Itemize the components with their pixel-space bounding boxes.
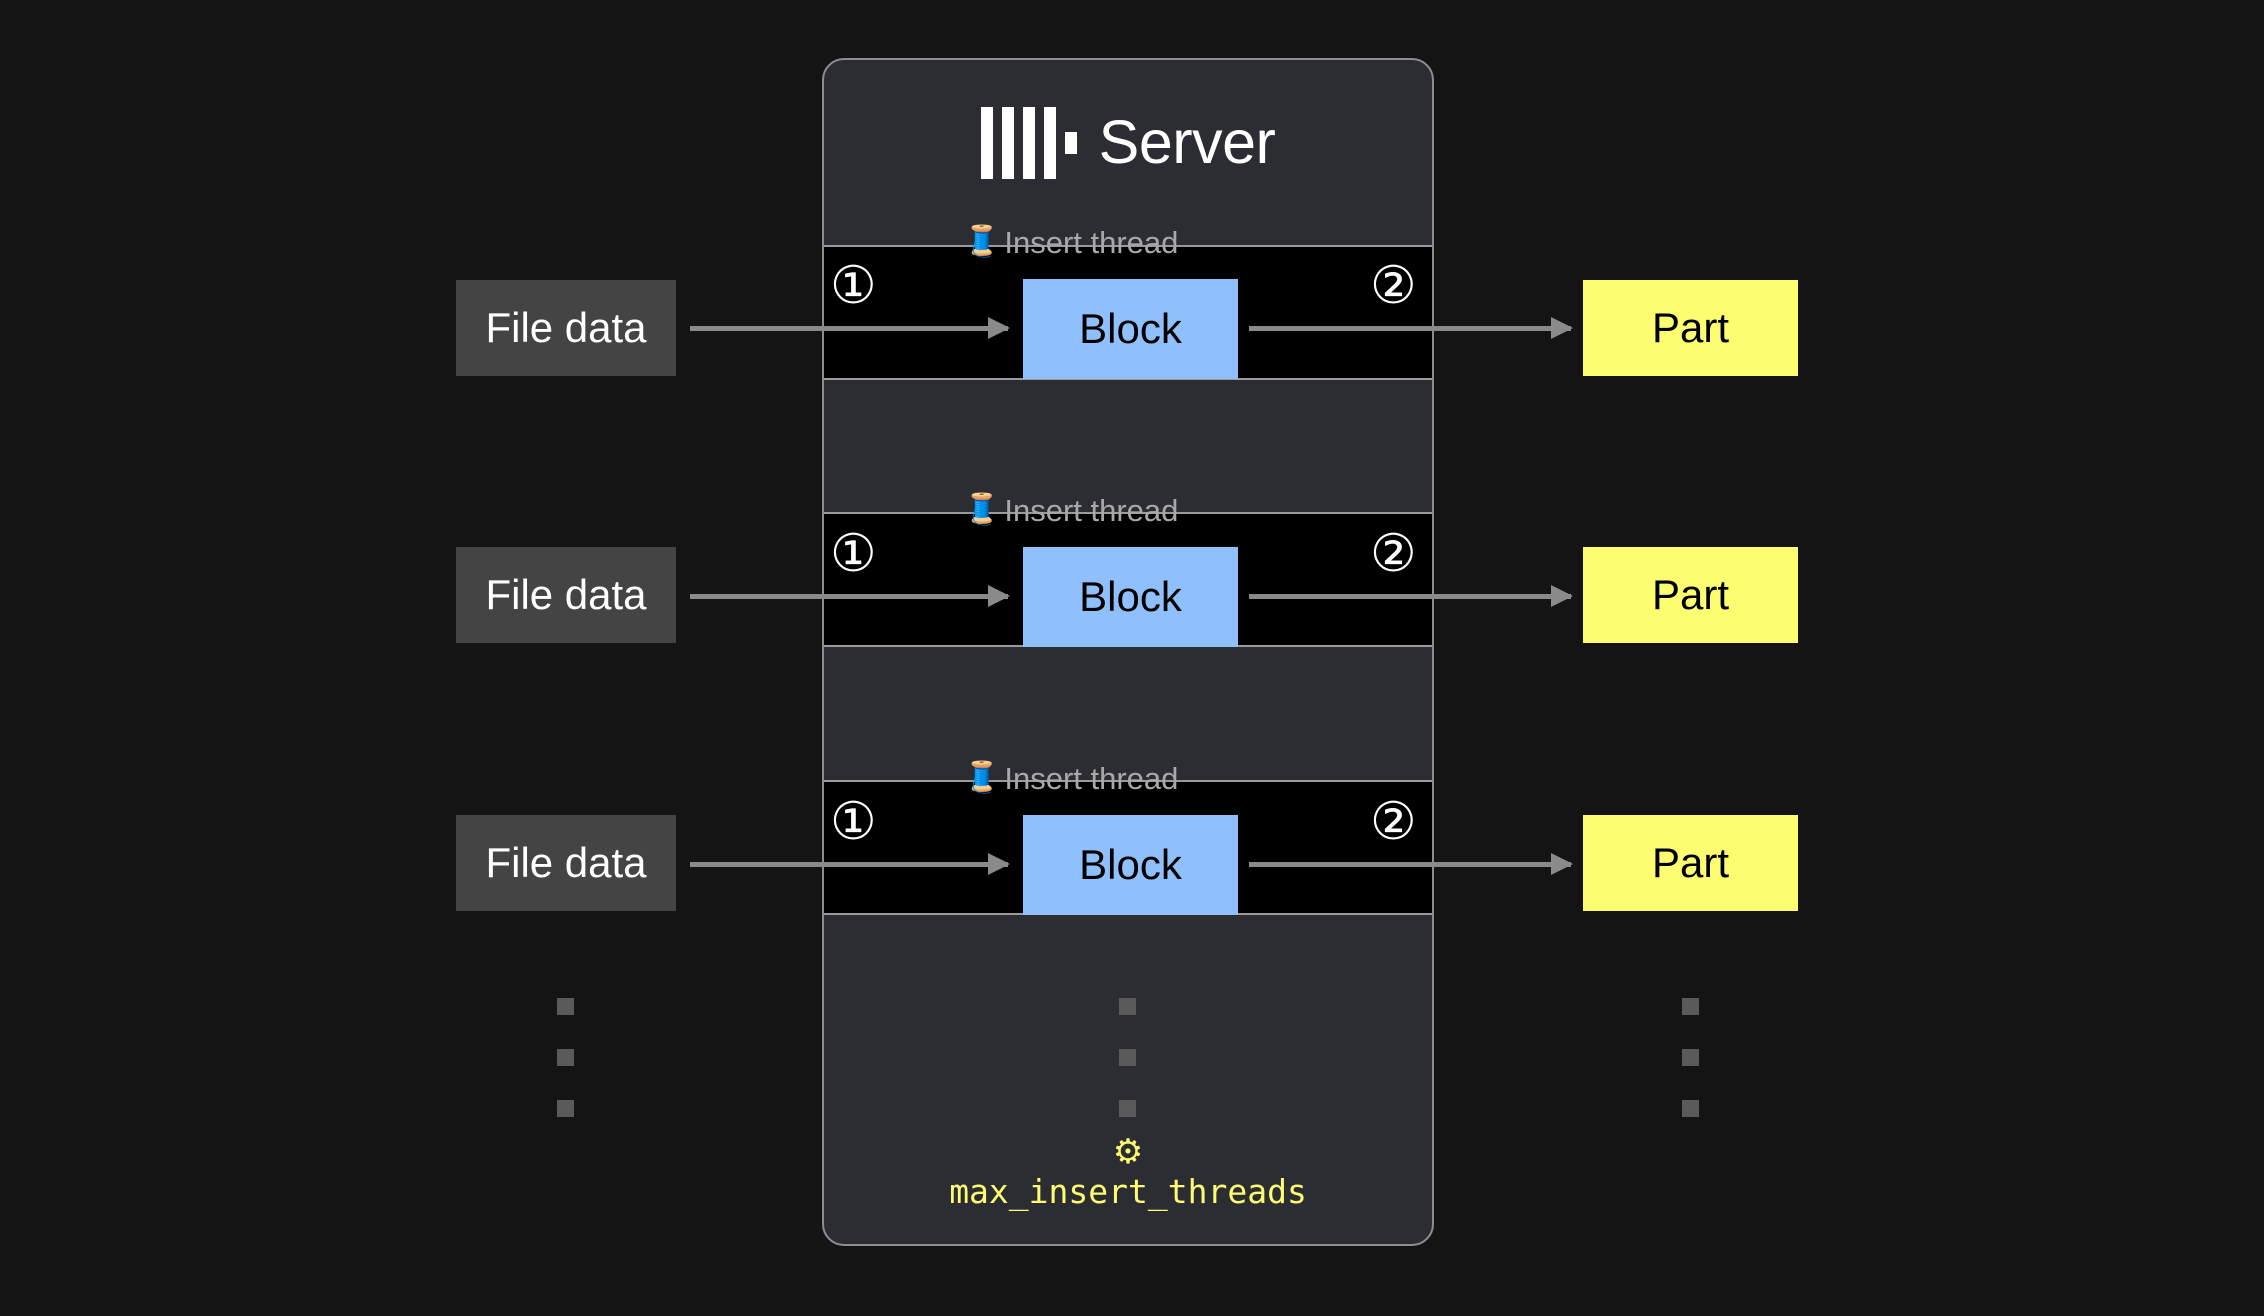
ellipsis-left xyxy=(557,998,574,1117)
file-to-block-arrow xyxy=(690,585,1010,607)
thread-spool-icon: 🧵 xyxy=(963,493,1001,526)
step-number-one: ① xyxy=(830,257,877,315)
insert-thread-label-text: Insert thread xyxy=(1004,492,1179,528)
insert-thread-label: 🧵 Insert thread xyxy=(963,225,1178,259)
part-box: Part xyxy=(1583,280,1798,376)
ellipsis-square xyxy=(1119,1049,1136,1066)
block-box: Block xyxy=(1023,815,1238,915)
step-number-two: ② xyxy=(1370,525,1417,583)
thread-spool-icon: 🧵 xyxy=(963,761,1001,794)
file-data-box: File data xyxy=(456,815,676,911)
block-to-part-arrow xyxy=(1249,317,1573,339)
block-to-part-arrow xyxy=(1249,853,1573,875)
ellipsis-square xyxy=(1119,998,1136,1015)
thread-spool-icon: 🧵 xyxy=(963,225,1001,258)
ellipsis-square xyxy=(1682,1100,1699,1117)
server-header: Server xyxy=(824,60,1432,225)
ellipsis-square xyxy=(557,1049,574,1066)
step-number-two: ② xyxy=(1370,257,1417,315)
insert-thread-label: 🧵 Insert thread xyxy=(963,493,1178,527)
step-number-one: ① xyxy=(830,525,877,583)
file-to-block-arrow xyxy=(690,317,1010,339)
ellipsis-square xyxy=(1682,1049,1699,1066)
gear-icon: ⚙ xyxy=(1112,1133,1144,1171)
ellipsis-right xyxy=(1682,998,1699,1117)
file-data-box: File data xyxy=(456,547,676,643)
setting-name: max_insert_threads xyxy=(949,1172,1307,1211)
file-data-box: File data xyxy=(456,280,676,376)
insert-thread-label: 🧵 Insert thread xyxy=(963,761,1178,795)
step-number-one: ① xyxy=(830,793,877,851)
setting-footer: ⚙ max_insert_threads xyxy=(822,1135,1434,1208)
clickhouse-logo-icon xyxy=(980,106,1077,179)
logo-bar xyxy=(1001,106,1014,179)
ellipsis-center xyxy=(1119,998,1136,1117)
logo-bar xyxy=(980,106,993,179)
file-to-block-arrow xyxy=(690,853,1010,875)
logo-bar xyxy=(1022,106,1035,179)
ellipsis-square xyxy=(557,1100,574,1117)
part-box: Part xyxy=(1583,815,1798,911)
logo-bar xyxy=(1043,106,1056,179)
ellipsis-square xyxy=(557,998,574,1015)
ellipsis-square xyxy=(1682,998,1699,1015)
server-title: Server xyxy=(1098,108,1276,176)
logo-dot xyxy=(1064,131,1077,154)
part-box: Part xyxy=(1583,547,1798,643)
insert-thread-label-text: Insert thread xyxy=(1004,224,1179,260)
ellipsis-square xyxy=(1119,1100,1136,1117)
insert-thread-label-text: Insert thread xyxy=(1004,760,1179,796)
block-box: Block xyxy=(1023,279,1238,379)
step-number-two: ② xyxy=(1370,793,1417,851)
block-box: Block xyxy=(1023,547,1238,647)
block-to-part-arrow xyxy=(1249,585,1573,607)
